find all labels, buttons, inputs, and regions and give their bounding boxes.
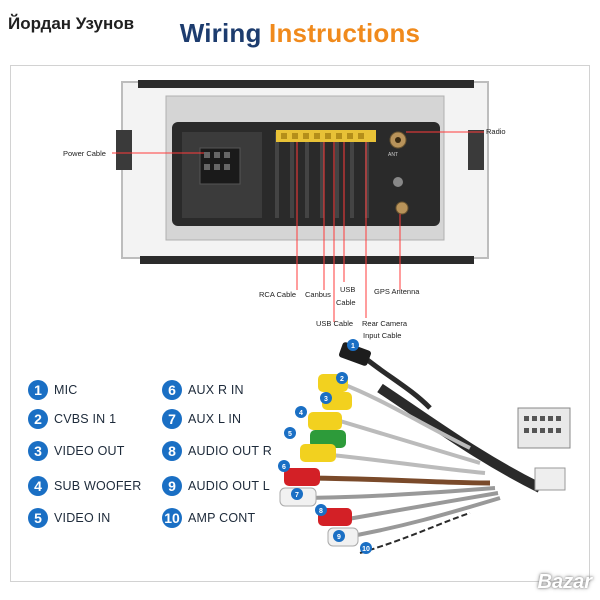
legend-label: AUDIO OUT L <box>188 479 270 493</box>
legend-label: VIDEO IN <box>54 511 111 525</box>
aux-port <box>393 177 403 187</box>
page-title: Wiring Instructions <box>0 18 600 49</box>
label-usb-1b: Cable <box>336 298 356 307</box>
marker-9: 9 <box>337 534 341 541</box>
legend-item-mic: 1 MIC <box>28 380 78 400</box>
label-canbus: Canbus <box>305 290 331 299</box>
frame-bottom-strip <box>140 256 474 264</box>
label-gps-antenna: GPS Antenna <box>374 287 420 296</box>
label-rear-camera-a: Rear Camera <box>362 319 408 328</box>
legend-item-audio-out-l: 9 AUDIO OUT L <box>162 476 270 496</box>
legend-item-aux-l-in: 7 AUX L IN <box>162 409 241 429</box>
ant-text: ANT <box>388 152 398 158</box>
legend-label: AMP CONT <box>188 511 256 525</box>
marker-10: 10 <box>362 546 370 553</box>
marker-3: 3 <box>324 396 328 403</box>
label-rear-camera-b: Input Cable <box>363 331 402 340</box>
bazar-watermark: Bazar <box>537 571 592 593</box>
legend-item-video-in: 5 VIDEO IN <box>28 508 110 528</box>
marker-5: 5 <box>288 431 292 438</box>
legend-label: AUX R IN <box>188 383 244 397</box>
mic-plug <box>339 342 371 366</box>
legend-label: VIDEO OUT <box>54 444 125 458</box>
legend-item-amp-cont: 10 AMP CONT <box>162 508 255 528</box>
seller-watermark: Йордан Узунов <box>8 14 135 33</box>
legend-item-sub-woofer: 4 SUB WOOFER <box>28 476 141 496</box>
label-usb-2: USB Cable <box>316 319 354 328</box>
legend-number: 4 <box>28 476 48 496</box>
marker-6: 6 <box>282 464 286 471</box>
marker-7: 7 <box>295 492 299 499</box>
title-word-1: Wiring <box>179 18 262 48</box>
label-radio: Radio <box>486 127 506 136</box>
legend-number: 9 <box>162 476 182 496</box>
content-frame <box>10 65 590 582</box>
legend-number: 6 <box>162 380 182 400</box>
right-bracket <box>468 130 484 170</box>
legend-number: 10 <box>162 508 182 528</box>
main-cable <box>377 383 543 493</box>
left-bracket <box>116 130 132 170</box>
mic-cable <box>363 356 432 410</box>
legend-number: 2 <box>28 409 48 429</box>
label-power-cable: Power Cable <box>63 149 106 158</box>
legend-label: AUDIO OUT R <box>188 444 272 458</box>
legend-number: 1 <box>28 380 48 400</box>
marker-4: 4 <box>299 410 303 417</box>
legend-label: AUX L IN <box>188 412 242 426</box>
label-rca-cable: RCA Cable <box>259 290 297 299</box>
gps-port <box>395 201 409 215</box>
frame-top-strip <box>138 80 474 88</box>
legend-item-aux-r-in: 6 AUX R IN <box>162 380 244 400</box>
rca-plugs <box>279 374 359 547</box>
marker-2: 2 <box>340 376 344 383</box>
title-word-2: Instructions <box>269 18 421 48</box>
legend-number: 8 <box>162 441 182 461</box>
legend-item-audio-out-r: 8 AUDIO OUT R <box>162 441 272 461</box>
marker-8: 8 <box>319 508 323 515</box>
legend-number: 3 <box>28 441 48 461</box>
label-usb-1a: USB <box>340 285 356 294</box>
legend-label: SUB WOOFER <box>54 479 142 493</box>
head-unit-illustration: ANT <box>112 80 489 322</box>
legend-item-video-out: 3 VIDEO OUT <box>28 441 125 461</box>
marker-1: 1 <box>351 343 355 350</box>
legend-number: 5 <box>28 508 48 528</box>
legend-label: MIC <box>54 383 78 397</box>
secondary-connector <box>534 467 566 491</box>
cable-harness-illustration: 1 2 3 4 5 6 7 8 9 10 <box>278 339 571 554</box>
legend-number: 7 <box>162 409 182 429</box>
cable-number-markers: 1 2 3 4 5 6 7 8 9 10 <box>278 339 372 554</box>
legend-label: CVBS IN 1 <box>54 412 117 426</box>
legend-item-cvbs-in: 2 CVBS IN 1 <box>28 409 116 429</box>
